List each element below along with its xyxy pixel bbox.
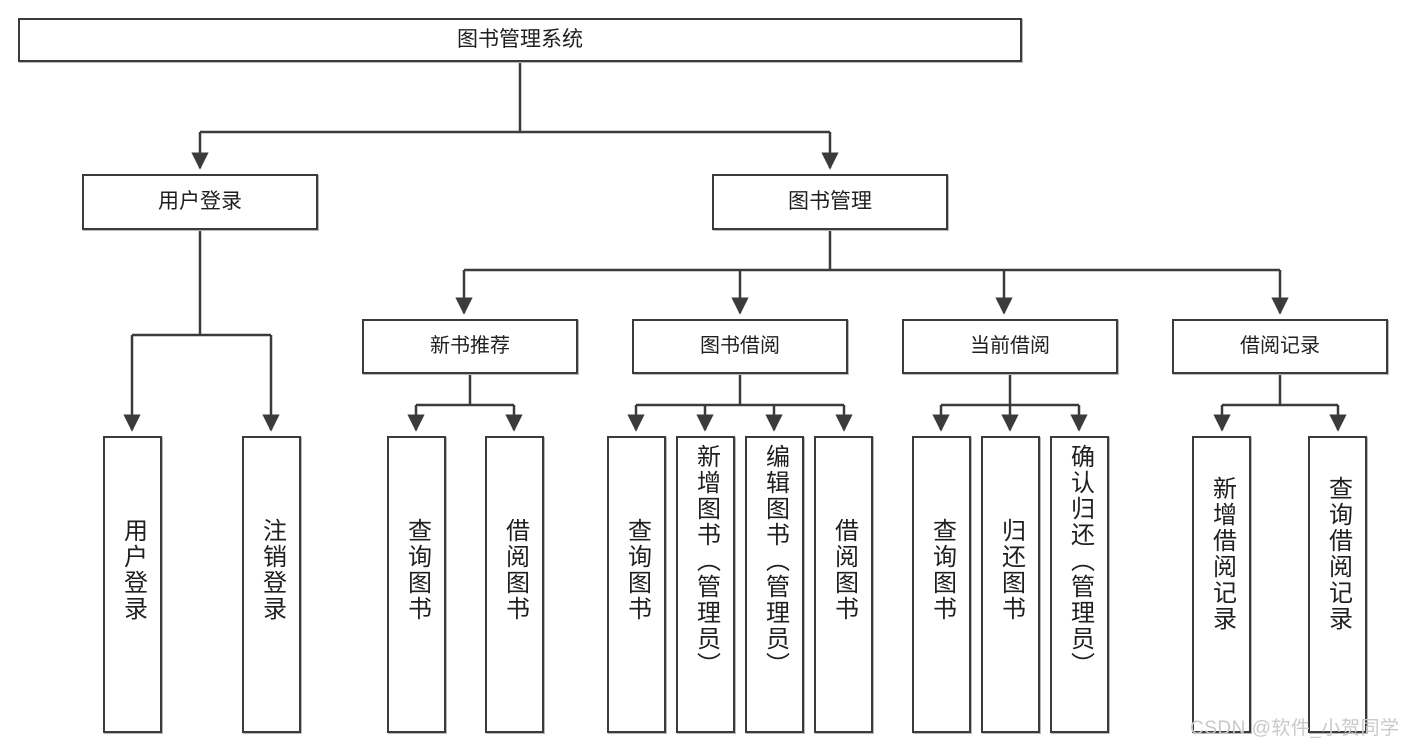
leaf-book-borrow-1-label: 查询图书: [623, 518, 651, 622]
node-borrow-record-label: 借阅记录: [1240, 334, 1320, 357]
leaf-book-borrow-2[interactable]: 新增图书（管理员）: [676, 436, 735, 733]
leaf-book-borrow-3-label: 编辑图书（管理员）: [761, 444, 789, 678]
leaf-new-book-2[interactable]: 借阅图书: [485, 436, 544, 733]
leaf-borrow-record-2[interactable]: 查询借阅记录: [1308, 436, 1367, 733]
leaf-user-login-2-label: 注销登录: [258, 518, 286, 622]
leaf-user-login-2[interactable]: 注销登录: [242, 436, 301, 733]
leaf-book-borrow-3[interactable]: 编辑图书（管理员）: [745, 436, 804, 733]
leaf-new-book-2-label: 借阅图书: [501, 518, 529, 622]
node-user-login[interactable]: 用户登录: [82, 174, 318, 230]
node-book-manage-label: 图书管理: [788, 189, 872, 213]
node-root-label: 图书管理系统: [457, 27, 583, 51]
leaf-current-borrow-2-label: 归还图书: [997, 518, 1025, 622]
leaf-borrow-record-1-label: 新增借阅记录: [1208, 476, 1236, 632]
leaf-book-borrow-2-label: 新增图书（管理员）: [692, 444, 720, 678]
node-user-login-label: 用户登录: [158, 189, 242, 213]
leaf-borrow-record-1[interactable]: 新增借阅记录: [1192, 436, 1251, 733]
leaf-current-borrow-2[interactable]: 归还图书: [981, 436, 1040, 733]
node-book-manage[interactable]: 图书管理: [712, 174, 948, 230]
leaf-new-book-1-label: 查询图书: [403, 518, 431, 622]
node-book-borrow[interactable]: 图书借阅: [632, 319, 848, 374]
leaf-borrow-record-2-label: 查询借阅记录: [1324, 476, 1352, 632]
node-new-book-recommend-label: 新书推荐: [430, 334, 510, 357]
leaf-book-borrow-4[interactable]: 借阅图书: [814, 436, 873, 733]
leaf-user-login-1-label: 用户登录: [119, 518, 147, 622]
leaf-current-borrow-1-label: 查询图书: [928, 518, 956, 622]
leaf-current-borrow-3-label: 确认归还（管理员）: [1066, 444, 1094, 678]
leaf-book-borrow-4-label: 借阅图书: [830, 518, 858, 622]
node-new-book-recommend[interactable]: 新书推荐: [362, 319, 578, 374]
node-borrow-record[interactable]: 借阅记录: [1172, 319, 1388, 374]
leaf-user-login-1[interactable]: 用户登录: [103, 436, 162, 733]
node-root[interactable]: 图书管理系统: [18, 18, 1022, 62]
watermark: CSDN @软件_小贺同学: [1190, 718, 1400, 739]
leaf-book-borrow-1[interactable]: 查询图书: [607, 436, 666, 733]
node-book-borrow-label: 图书借阅: [700, 334, 780, 357]
node-current-borrow[interactable]: 当前借阅: [902, 319, 1118, 374]
leaf-new-book-1[interactable]: 查询图书: [387, 436, 446, 733]
leaf-current-borrow-1[interactable]: 查询图书: [912, 436, 971, 733]
node-current-borrow-label: 当前借阅: [970, 334, 1050, 357]
leaf-current-borrow-3[interactable]: 确认归还（管理员）: [1050, 436, 1109, 733]
